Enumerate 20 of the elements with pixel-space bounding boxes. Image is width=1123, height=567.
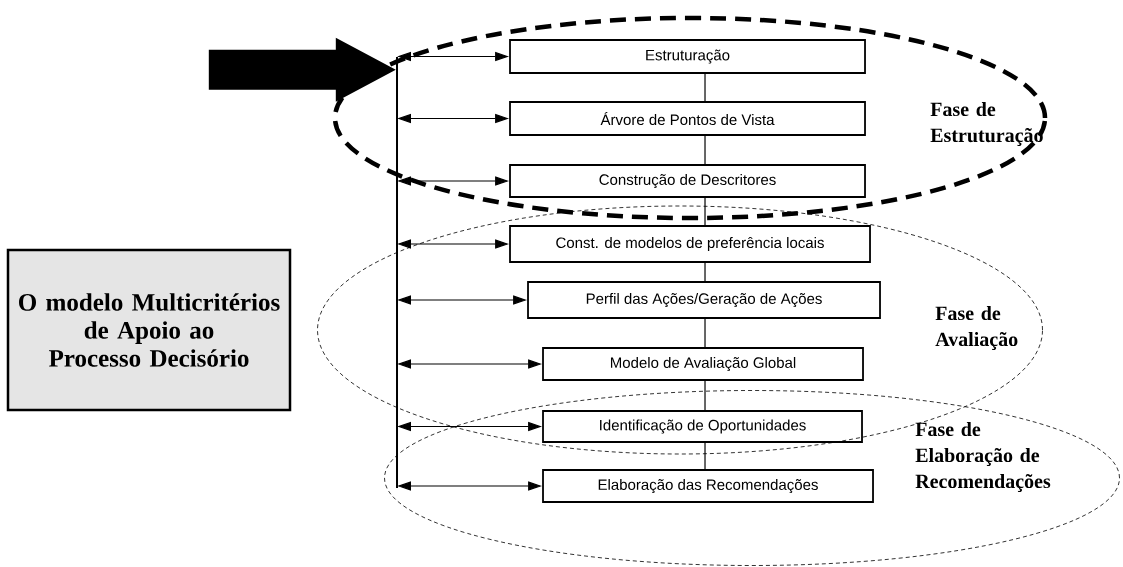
process-box: Elaboração das Recomendações (542, 469, 874, 503)
block-arrow (208, 37, 396, 102)
process-box: Identificação de Oportunidades (542, 410, 863, 443)
connector-line (704, 197, 706, 226)
process-box: Perfil das Ações/Geração de Ações (527, 281, 881, 319)
process-box: Modelo de Avaliação Global (542, 347, 864, 381)
connector-line (704, 135, 706, 165)
connector-line (704, 262, 706, 282)
process-box: Estruturação (509, 39, 866, 74)
connector-line (704, 318, 706, 348)
phase-label: Fase de Elaboração de Recomendações (915, 422, 1051, 492)
phase-label: Fase de Avaliação (935, 306, 1018, 350)
process-box: Const. de modelos de preferência locais (509, 225, 871, 263)
phase-label: Fase de Estruturação (930, 102, 1043, 146)
process-box: Árvore de Pontos de Vista (509, 101, 866, 136)
connector-line (704, 380, 706, 411)
connector-line (704, 73, 706, 102)
process-box: Construção de Descritores (509, 164, 866, 198)
connector-line (704, 442, 706, 470)
title-box: O modelo Multicritérios de Apoio ao Processo Decisório (6, 248, 292, 412)
